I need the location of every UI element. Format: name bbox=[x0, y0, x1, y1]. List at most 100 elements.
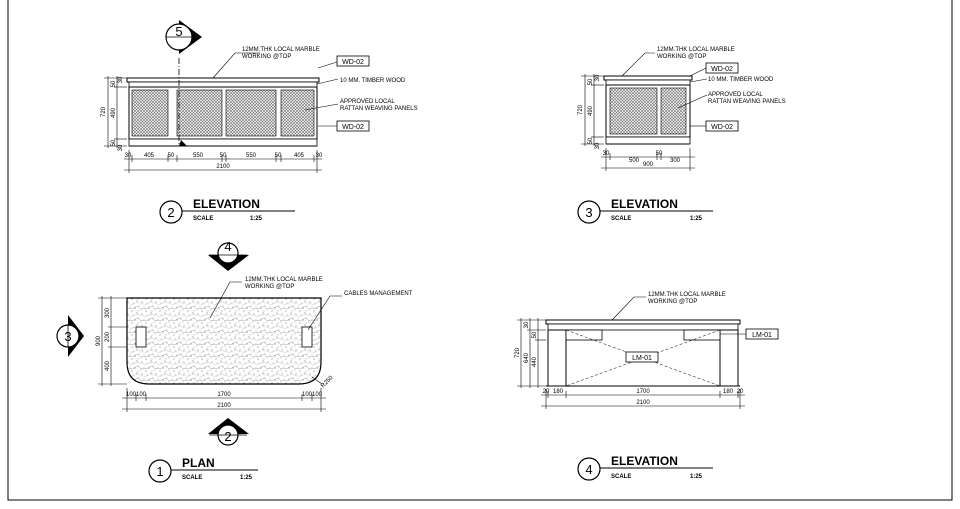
v2-scale-value: 1:25 bbox=[250, 216, 263, 222]
v3-tag-wd-top: WD-02 bbox=[711, 66, 733, 73]
v4-dim-vert-720: 720 bbox=[515, 347, 521, 358]
v2-dim-vert-30b: 30 bbox=[118, 144, 124, 151]
v1-view-title: PLAN bbox=[182, 456, 215, 470]
v2-dim-seg-4: 550 bbox=[193, 153, 204, 159]
v3-dim-seg-2: 500 bbox=[629, 158, 640, 164]
plan-note-cables: CABLES MANAGEMENT bbox=[344, 291, 413, 297]
v1-scale-value: 1:25 bbox=[240, 475, 253, 481]
plan-dim-vert-300: 300 bbox=[105, 307, 111, 318]
plan-note-radius: R250 bbox=[320, 375, 335, 390]
plan-marble-top bbox=[126, 297, 322, 385]
v4-dim-vert-440: 440 bbox=[532, 356, 538, 367]
v3-dim-vert-50b: 50 bbox=[588, 137, 594, 144]
plan-dim-seg-2: 100 bbox=[136, 392, 147, 398]
v4-view-number: 4 bbox=[585, 462, 592, 477]
v2-timber-band bbox=[128, 81, 318, 88]
v4-right-leg bbox=[719, 329, 739, 387]
v2-rattan-panel-1 bbox=[131, 89, 169, 137]
v2-note-marble-2: WORKING @TOP bbox=[242, 54, 291, 60]
plan-dim-total: 2100 bbox=[217, 403, 231, 409]
sheet-border bbox=[7, 0, 953, 501]
v4-dim-total: 2100 bbox=[636, 400, 650, 406]
v2-dim-vert-490: 490 bbox=[111, 107, 117, 118]
v4-note-marble-2: WORKING @TOP bbox=[648, 299, 697, 305]
v4-dim-vert-50: 50 bbox=[532, 331, 538, 338]
v2-dim-seg-8: 405 bbox=[294, 153, 305, 159]
v4-left-drawer bbox=[565, 329, 603, 341]
v3-marble-top bbox=[603, 75, 693, 81]
plan-dim-seg-3: 1700 bbox=[217, 392, 231, 398]
v2-dim-seg-7: 50 bbox=[275, 153, 282, 159]
v2-note-marble-1: 12MM.THK LOCAL MARBLE bbox=[242, 47, 320, 53]
v4-scale-value: 1:25 bbox=[690, 474, 703, 480]
v1-scale-label: SCALE bbox=[182, 475, 202, 481]
v3-dim-vert-50a: 50 bbox=[588, 78, 594, 85]
section-marker-4-label: 4 bbox=[224, 239, 231, 254]
v4-dim-seg-3: 1700 bbox=[636, 389, 650, 395]
v2-dim-vert-720: 720 bbox=[101, 106, 107, 117]
view-1-plan: 4 3 2 12MM.THK LOCAL MARBLE WORKING @TOP… bbox=[56, 239, 413, 483]
v3-dim-seg-3: 50 bbox=[656, 151, 663, 157]
view-2-elevation: 5 12MM.THK LOCAL MARBLE WORKING @TOP 10 … bbox=[101, 20, 418, 224]
v3-tag-wd-bottom: WD-02 bbox=[711, 124, 733, 131]
section-marker-3: 3 bbox=[56, 315, 84, 357]
v3-dim-vert-30b: 30 bbox=[595, 142, 601, 149]
v3-view-title: ELEVATION bbox=[611, 197, 678, 211]
v3-note-rattan-1: APPROVED LOCAL bbox=[708, 92, 763, 98]
v3-dim-vert-720: 720 bbox=[578, 104, 584, 115]
v2-view-number: 2 bbox=[167, 205, 174, 220]
v2-note-rattan-1: APPROVED LOCAL bbox=[340, 99, 395, 105]
v3-dim-vert-490: 490 bbox=[588, 105, 594, 116]
v4-dim-seg-4: 180 bbox=[723, 389, 734, 395]
v2-rattan-panel-3 bbox=[225, 89, 277, 137]
section-marker-3-label: 3 bbox=[64, 329, 71, 344]
v3-scale-label: SCALE bbox=[611, 216, 631, 222]
v4-dim-vert-30: 30 bbox=[524, 321, 530, 328]
section-marker-2-label: 2 bbox=[224, 429, 231, 444]
plan-dim-seg-4: 100 bbox=[302, 392, 313, 398]
view-4-elevation: LM-01 LM-01 12MM.THK LOCAL MARBLE WORKIN… bbox=[515, 292, 779, 481]
v2-dim-seg-1: 30 bbox=[125, 153, 132, 159]
v4-scale-label: SCALE bbox=[611, 474, 631, 480]
v3-dim-seg-4: 300 bbox=[670, 158, 681, 164]
v4-note-marble-1: 12MM.THK LOCAL MARBLE bbox=[648, 292, 726, 298]
plan-dim-vert-200: 200 bbox=[105, 331, 111, 342]
v2-tag-wd-bottom: WD-02 bbox=[342, 124, 364, 131]
v3-plinth bbox=[605, 136, 691, 145]
v2-dim-vert-30a: 30 bbox=[118, 76, 124, 83]
v4-right-drawer bbox=[683, 329, 721, 341]
v4-dim-seg-1: 20 bbox=[543, 389, 550, 395]
plan-dim-vert-900: 900 bbox=[96, 335, 102, 346]
v2-dim-seg-3: 50 bbox=[168, 153, 175, 159]
section-marker-4: 4 bbox=[208, 239, 249, 271]
v4-top-apron bbox=[547, 323, 739, 331]
v2-view-title: ELEVATION bbox=[193, 197, 260, 211]
v3-note-marble-1: 12MM.THK LOCAL MARBLE bbox=[657, 47, 735, 53]
v4-dim-seg-2: 180 bbox=[553, 389, 564, 395]
v3-dim-seg-1: 30 bbox=[603, 151, 610, 157]
v3-timber-band bbox=[605, 79, 691, 86]
section-marker-2: 2 bbox=[208, 418, 249, 446]
v2-rattan-panel-2 bbox=[176, 89, 223, 137]
v2-note-timber: 10 MM. TIMBER WOOD bbox=[340, 78, 406, 84]
v4-view-title: ELEVATION bbox=[611, 454, 678, 468]
plan-dim-seg-1: 100 bbox=[126, 392, 137, 398]
plan-cable-grommet-right bbox=[301, 326, 313, 348]
v2-note-rattan-2: RATTAN WEAVING PANELS bbox=[340, 106, 418, 112]
v3-rattan-panel-2 bbox=[660, 87, 687, 135]
plan-cable-grommet-left bbox=[135, 326, 147, 348]
v2-dim-seg-6: 550 bbox=[246, 153, 257, 159]
v3-view-number: 3 bbox=[585, 205, 592, 220]
v3-note-rattan-2: RATTAN WEAVING PANELS bbox=[708, 99, 786, 105]
v4-dim-vert-640: 640 bbox=[524, 352, 530, 363]
v4-tag-lm-center: LM-01 bbox=[632, 355, 652, 362]
v2-dim-vert-50b: 50 bbox=[111, 139, 117, 146]
v4-tag-lm-right: LM-01 bbox=[752, 332, 772, 339]
v2-scale-label: SCALE bbox=[193, 216, 213, 222]
v4-left-leg bbox=[547, 329, 567, 387]
view-3-elevation: 12MM.THK LOCAL MARBLE WORKING @TOP WD-02… bbox=[577, 47, 786, 224]
v2-plinth bbox=[128, 138, 318, 147]
v3-dim-vert-30a: 30 bbox=[595, 74, 601, 81]
section-marker-5: 5 bbox=[165, 20, 202, 54]
